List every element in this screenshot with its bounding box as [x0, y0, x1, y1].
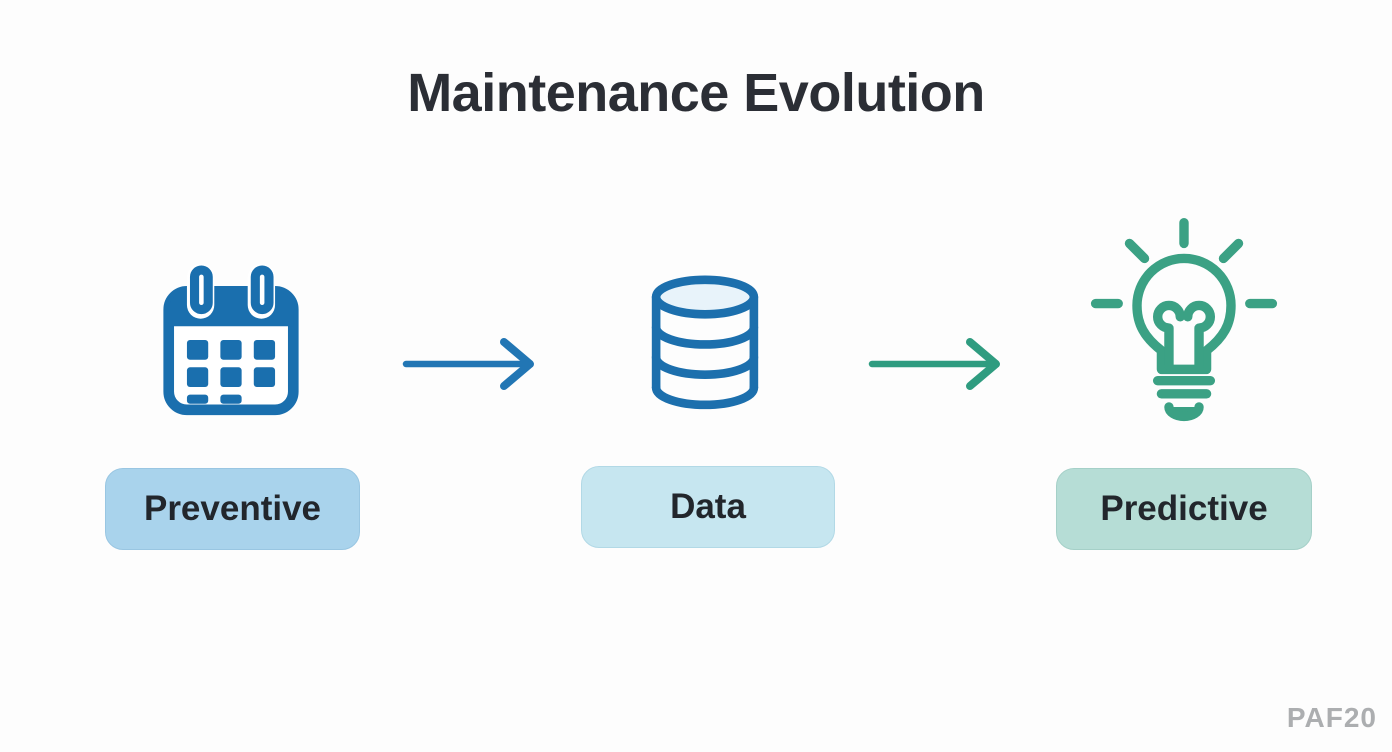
stage-label-predictive: Predictive [1056, 468, 1312, 550]
page-title: Maintenance Evolution [407, 63, 985, 123]
stage-label-text: Data [670, 487, 746, 526]
watermark: PAF20 [1286, 702, 1377, 733]
stage-label-data: Data [581, 466, 835, 548]
stage-label-text: Preventive [143, 489, 322, 528]
stage-label-text: Predictive [1100, 489, 1268, 528]
arrow-right-icon [866, 333, 1006, 393]
calendar-icon [155, 264, 307, 422]
arrow-right-icon [400, 333, 540, 393]
lightbulb-icon [1090, 218, 1278, 423]
database-icon [633, 274, 777, 412]
stage-label-preventive: Preventive [105, 468, 360, 550]
